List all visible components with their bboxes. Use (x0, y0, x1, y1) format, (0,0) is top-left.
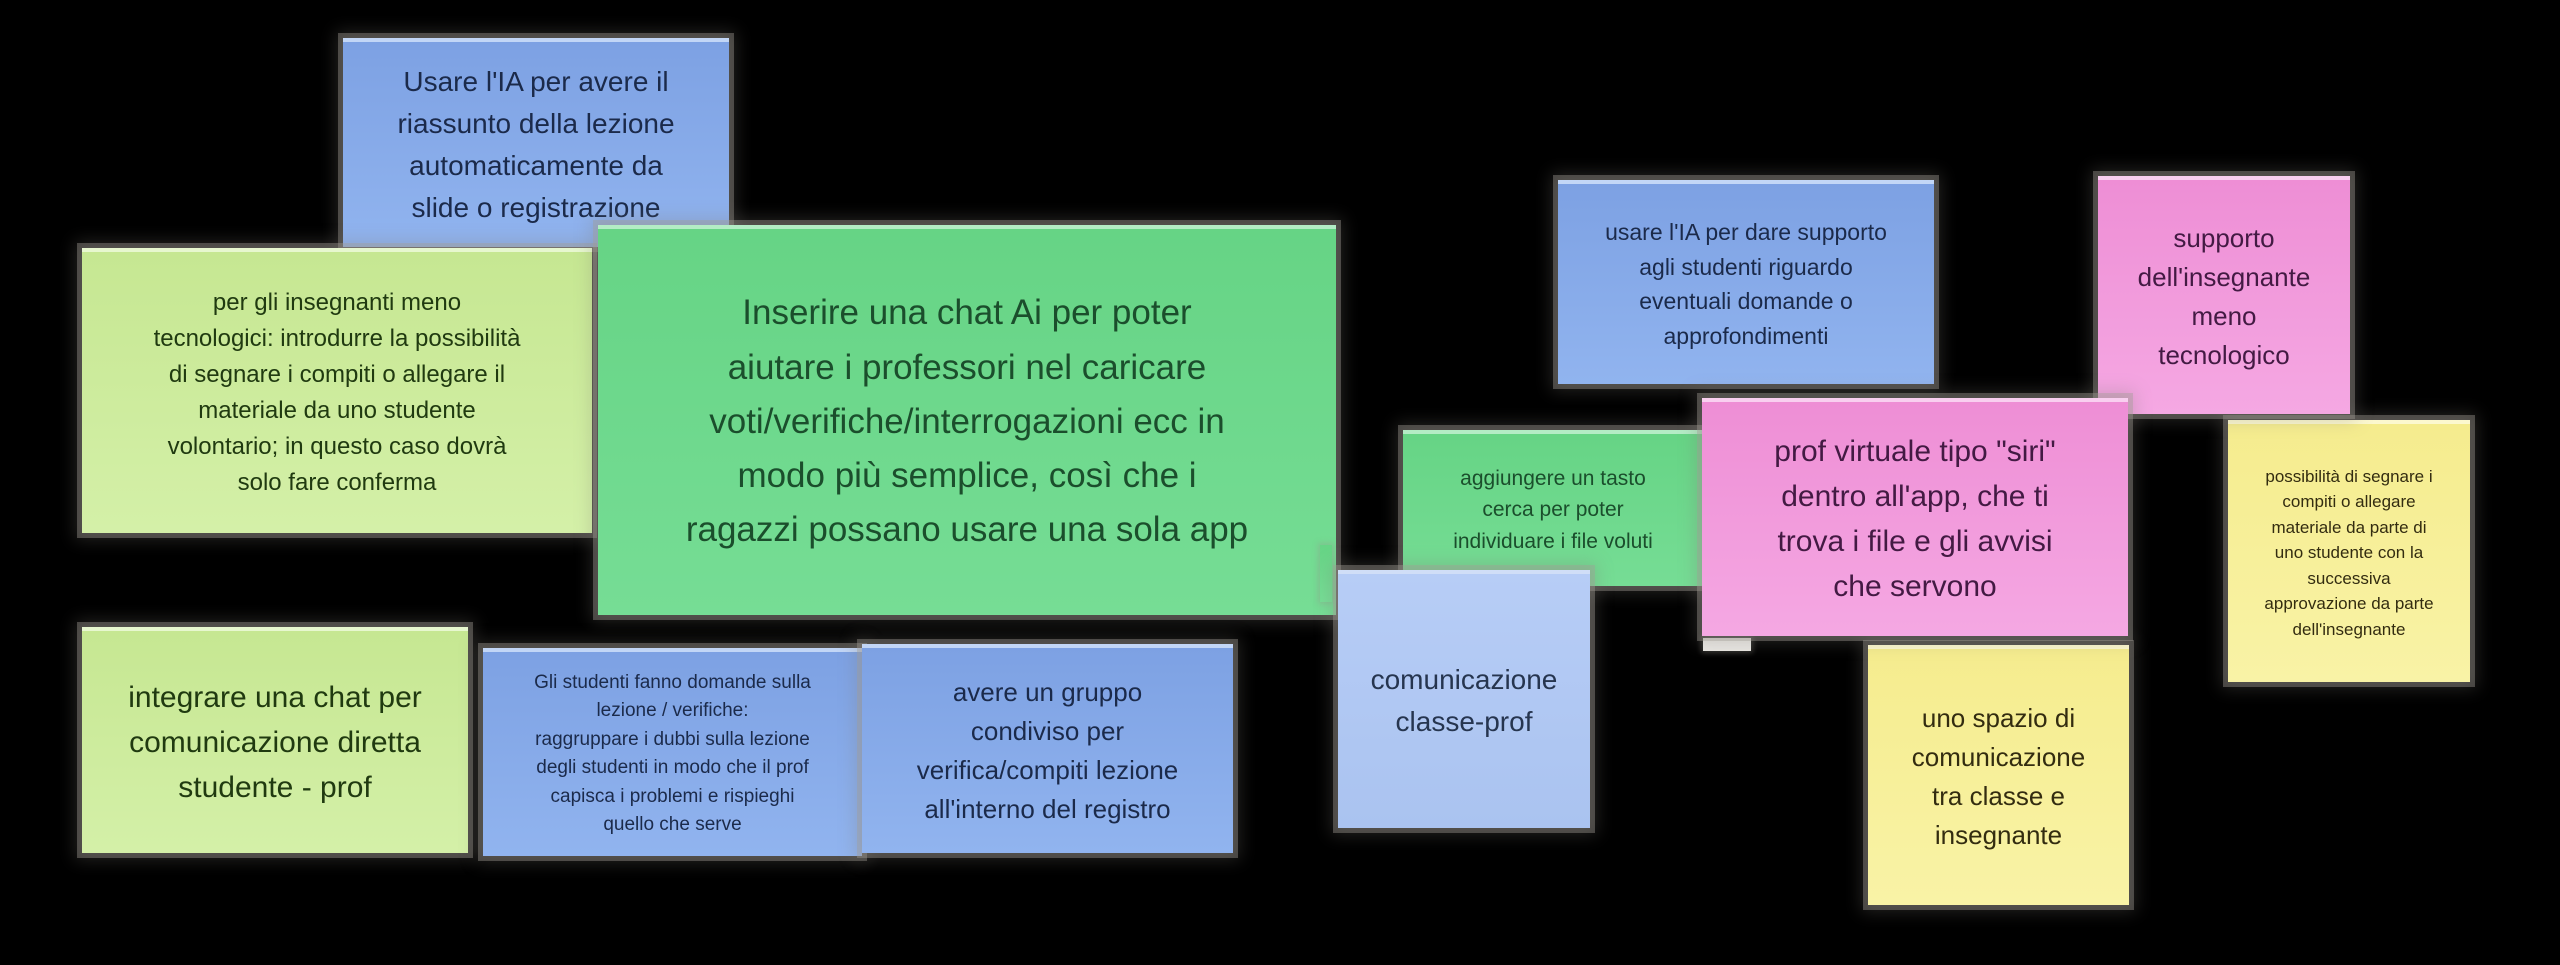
sticky-note-text: Usare l'IA per avere il riassunto della … (397, 65, 675, 223)
sticky-note-text: possibilità di segnare i compiti o alleg… (2264, 466, 2434, 639)
note-comunicazione-classe-prof[interactable]: comunicazione classe-prof (1338, 570, 1590, 828)
note-gruppo-condiviso-registro[interactable]: avere un gruppo condiviso per verifica/c… (862, 644, 1233, 853)
note-prof-virtuale-siri[interactable]: prof virtuale tipo "siri" dentro all'app… (1702, 398, 2128, 636)
hidden-note-edge-green[interactable] (1320, 545, 1332, 602)
note-segnare-compiti-approvazione[interactable]: possibilità di segnare i compiti o alleg… (2228, 420, 2470, 682)
note-ia-riassunto-lezione[interactable]: Usare l'IA per avere il riassunto della … (343, 38, 729, 247)
note-spazio-comunicazione-classe[interactable]: uno spazio di comunicazione tra classe e… (1868, 645, 2129, 905)
sticky-note-text: avere un gruppo condiviso per verifica/c… (916, 676, 1179, 824)
sticky-note-text: supporto dell'insegnante meno tecnologic… (2137, 223, 2311, 370)
note-ia-supporto-studenti[interactable]: usare l'IA per dare supporto agli studen… (1558, 180, 1934, 384)
sticky-note-text: Inserire una chat Ai per poter aiutare i… (685, 293, 1249, 550)
sticky-note-text: uno spazio di comunicazione tra classe e… (1911, 703, 2086, 850)
note-domande-lezione-raggruppate[interactable]: Gli studenti fanno domande sulla lezione… (483, 648, 862, 856)
sticky-note-text: per gli insegnanti meno tecnologici: int… (153, 288, 521, 496)
sticky-note-text: prof virtuale tipo "siri" dentro all'app… (1774, 435, 2056, 603)
sticky-note-text: Gli studenti fanno domande sulla lezione… (534, 671, 811, 836)
note-tasto-cerca-file[interactable]: aggiungere un tasto cerca per poter indi… (1403, 430, 1703, 586)
sticky-note-text: usare l'IA per dare supporto agli studen… (1605, 219, 1887, 349)
note-supporto-insegnante[interactable]: supporto dell'insegnante meno tecnologic… (2098, 176, 2350, 414)
note-insegnanti-meno-tecnologici[interactable]: per gli insegnanti meno tecnologici: int… (82, 248, 592, 533)
note-chat-ai-caricare-voti[interactable]: Inserire una chat Ai per poter aiutare i… (598, 225, 1336, 615)
hidden-note-edge-white[interactable] (1703, 638, 1751, 651)
sticky-note-text: integrare una chat per comunicazione dir… (128, 680, 422, 804)
sticky-note-text: aggiungere un tasto cerca per poter indi… (1453, 466, 1653, 553)
note-chat-diretta-studente-prof[interactable]: integrare una chat per comunicazione dir… (82, 627, 468, 853)
sticky-note-text: comunicazione classe-prof (1370, 664, 1558, 737)
